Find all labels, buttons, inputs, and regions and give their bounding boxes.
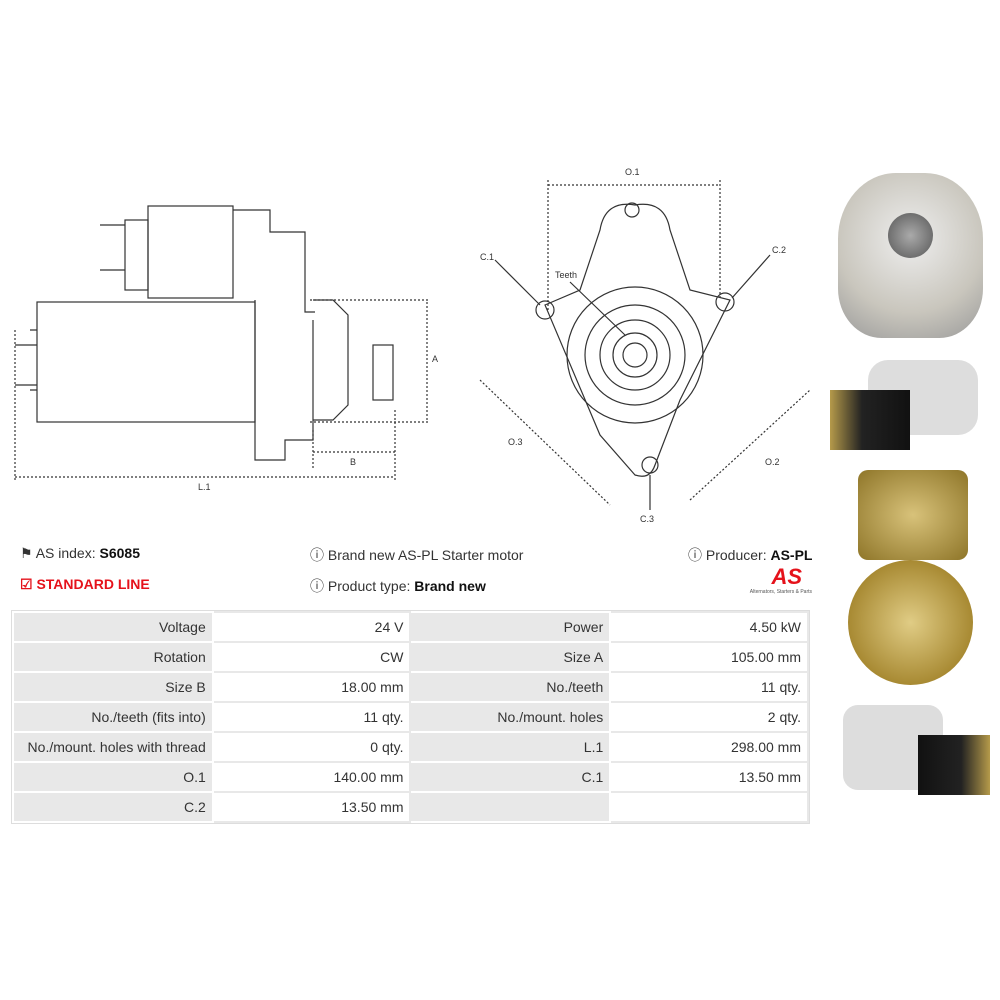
- description: ⓘ Brand new AS-PL Starter motor: [310, 545, 523, 565]
- spec-label: No./mount. holes: [409, 701, 612, 733]
- spec-value: 24 V: [211, 611, 412, 643]
- standard-line-badge: ☑ STANDARD LINE: [20, 576, 150, 593]
- checkbox-icon: ☑: [20, 576, 33, 592]
- spec-value: 4.50 kW: [609, 611, 809, 643]
- as-logo: AS Alternators, Starters & Parts: [722, 564, 812, 596]
- dim-a-label: A: [432, 354, 438, 364]
- description-text: Brand new AS-PL Starter motor: [327, 547, 524, 563]
- line-label: STANDARD LINE: [36, 576, 150, 592]
- spec-label: [409, 791, 612, 823]
- dim-b-label: B: [350, 457, 356, 467]
- spec-value: CW: [211, 641, 412, 673]
- spec-label: C.1: [409, 761, 612, 793]
- spec-value: 140.00 mm: [211, 761, 412, 793]
- logo-tagline: Alternators, Starters & Parts: [749, 589, 812, 595]
- info-icon: ⓘ: [688, 547, 702, 563]
- product-photo-side[interactable]: [828, 355, 993, 460]
- product-type-value: Brand new: [414, 578, 486, 594]
- as-index-label: AS index:: [35, 545, 96, 561]
- as-index: ⚑ AS index: S6085: [20, 545, 140, 562]
- dim-o2-label: O.2: [765, 457, 780, 467]
- spec-label: Rotation: [12, 641, 214, 673]
- product-photo-front[interactable]: [828, 168, 993, 348]
- spec-label: No./teeth (fits into): [12, 701, 214, 733]
- side-view-drawing: A B L.1: [14, 205, 438, 492]
- spec-label: Voltage: [12, 611, 214, 643]
- motor-body: [36, 301, 256, 423]
- spec-row: No./teeth (fits into)11 qty.No./mount. h…: [12, 701, 809, 733]
- dim-o3-label: O.3: [508, 437, 523, 447]
- spec-value: 298.00 mm: [609, 731, 809, 763]
- spec-value: 13.50 mm: [211, 791, 412, 823]
- spec-label: No./teeth: [409, 671, 612, 703]
- dim-o1-label: O.1: [625, 167, 640, 177]
- dim-l1-label: L.1: [198, 482, 211, 492]
- spec-value: [609, 791, 809, 823]
- info-icon: ⓘ: [310, 547, 324, 563]
- tag-icon: ⚑: [20, 545, 33, 561]
- spec-label: C.2: [12, 791, 214, 823]
- product-type-label: Product type:: [327, 578, 411, 594]
- spec-value: 11 qty.: [211, 701, 412, 733]
- front-view-drawing: O.1 O.2 O.3 C.1 C.2 C.3 Teeth: [479, 167, 811, 524]
- spec-value: 105.00 mm: [609, 641, 809, 673]
- spec-label: No./mount. holes with thread: [12, 731, 214, 763]
- product-photo-side-2[interactable]: [828, 695, 993, 800]
- spec-value: 13.50 mm: [609, 761, 809, 793]
- product-type: ⓘ Product type: Brand new: [310, 576, 486, 596]
- spec-label: O.1: [12, 761, 214, 793]
- producer-label: Producer:: [705, 547, 767, 563]
- producer-value: AS-PL: [770, 547, 813, 563]
- logo-text: AS: [771, 564, 802, 589]
- spec-value: 18.00 mm: [211, 671, 412, 703]
- as-index-value: S6085: [99, 545, 140, 561]
- producer: ⓘ Producer: AS-PL: [688, 545, 812, 565]
- spec-label: L.1: [409, 731, 612, 763]
- product-photo-rear[interactable]: [828, 465, 993, 690]
- teeth-label: Teeth: [555, 270, 577, 280]
- spec-label: Size A: [409, 641, 612, 673]
- dim-c2-label: C.2: [772, 245, 786, 255]
- dim-c3-label: C.3: [640, 514, 654, 524]
- spec-value: 11 qty.: [609, 671, 809, 703]
- dim-c1-label: C.1: [480, 252, 494, 262]
- spec-label: Power: [409, 611, 612, 643]
- info-icon: ⓘ: [310, 578, 324, 594]
- spec-label: Size B: [12, 671, 214, 703]
- spec-value: 0 qty.: [211, 731, 412, 763]
- spec-value: 2 qty.: [609, 701, 809, 733]
